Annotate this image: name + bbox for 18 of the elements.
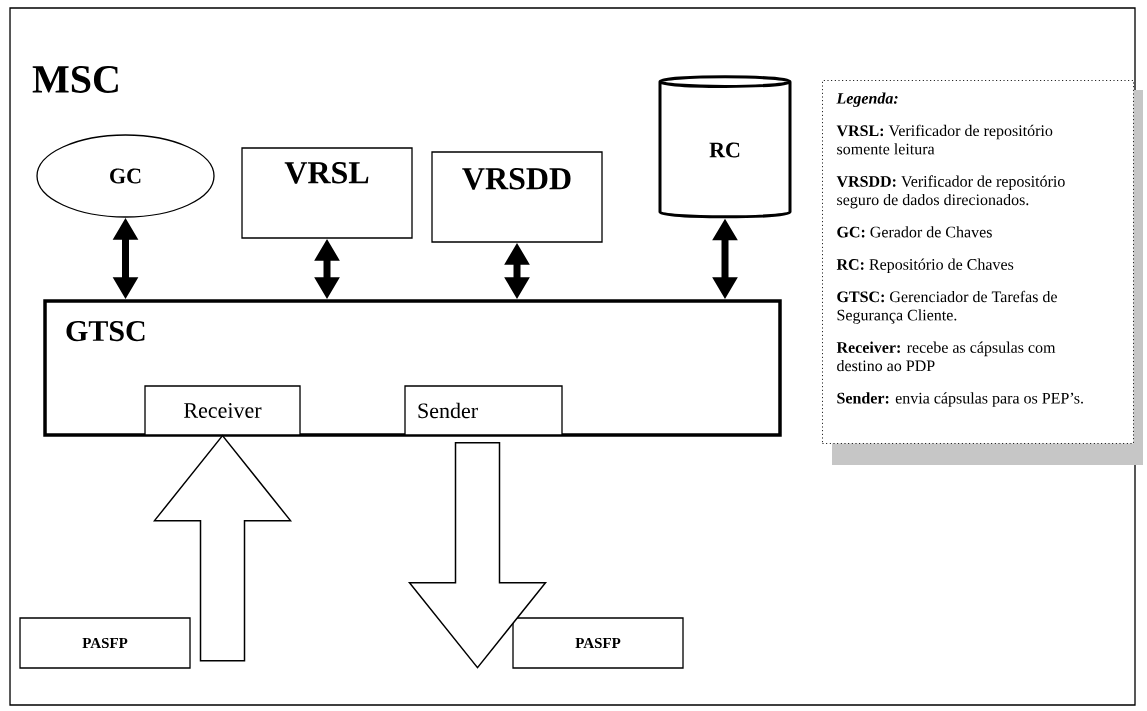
hollow-arrow: [407, 441, 548, 669]
process-box: VRSL: [241, 147, 413, 239]
receiver-box: Receiver: [144, 385, 301, 436]
legend-entry: Legenda:: [836, 92, 898, 107]
process-box: VRSDD: [431, 151, 603, 243]
legend-box: [822, 80, 1143, 465]
legend-entry: VRSDD: Verificador de repositório seguro de dados direcionados.: [836, 175, 1065, 209]
legend-entry: GTSC: Gerenciador de Tarefas de Segurança Cliente.: [837, 290, 1057, 324]
sender-box: Sender: [404, 385, 563, 436]
legend-entry: VRSL: Verificador de repositório somente leitura: [836, 124, 1053, 155]
legend-entry: Sender: envia cápsulas para os PEP’s.: [837, 392, 1083, 407]
hollow-arrow: [152, 434, 293, 662]
process-box: PASFP: [512, 617, 684, 669]
process-box: PASFP: [19, 617, 191, 669]
legend-entry: RC: Repositório de Chaves: [836, 258, 1014, 274]
legend-entry: GC: Gerador de Chaves: [837, 226, 992, 238]
repository-cylinder: RC: [658, 75, 792, 219]
legend-entry: Receiver: recebe as cápsulas com destino ao PDP: [836, 341, 1056, 372]
